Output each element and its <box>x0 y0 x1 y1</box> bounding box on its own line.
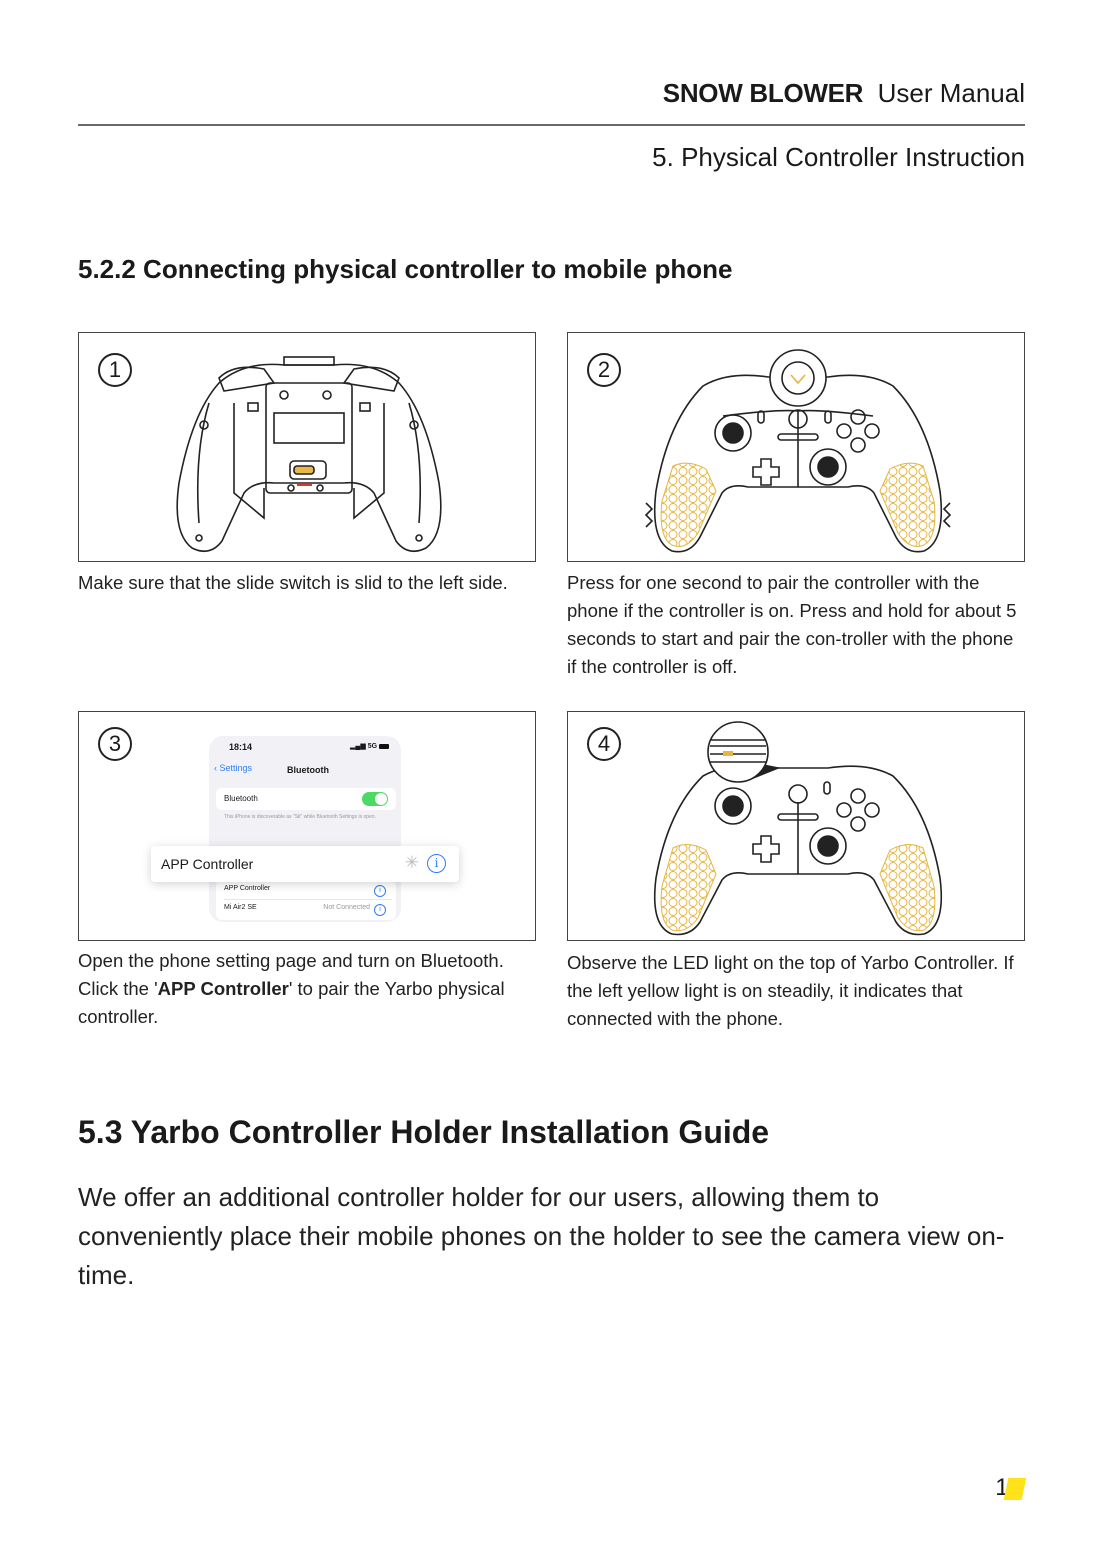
status-time: 18:14 <box>229 742 253 752</box>
step-2-caption: Press for one second to pair the control… <box>567 572 1017 677</box>
bluetooth-toggle[interactable] <box>362 792 388 806</box>
app-controller-popup[interactable]: APP Controller ✳ i <box>151 846 459 882</box>
step-number: 1 <box>98 353 132 387</box>
step-4-figure: 4 <box>567 711 1025 941</box>
header-rule <box>78 124 1025 126</box>
phone-screen: 18:14 ▂▄▆ 5G ‹ Settings Bluetooth Blueto… <box>209 736 401 922</box>
step-number: 4 <box>587 727 621 761</box>
discoverable-note: This iPhone is discoverable as "Sit" whi… <box>224 814 376 820</box>
back-link[interactable]: ‹ Settings <box>214 763 253 773</box>
info-icon[interactable]: i <box>374 885 386 897</box>
page-accent-mark <box>1003 1478 1027 1500</box>
section-header: 5. Physical Controller Instruction <box>652 142 1025 172</box>
toggle-knob <box>375 793 387 805</box>
document-title: SNOW BLOWER User Manual <box>663 78 1025 109</box>
brand-name: SNOW BLOWER <box>662 78 864 108</box>
device-row[interactable]: APP Controller i <box>224 883 392 900</box>
step-1-figure: 1 <box>78 332 536 562</box>
info-icon[interactable]: i <box>427 854 446 873</box>
bluetooth-label: Bluetooth <box>224 794 258 803</box>
bluetooth-toggle-row: Bluetooth <box>216 788 396 810</box>
chevron-left-icon: ‹ <box>214 763 217 773</box>
step-3-figure: 3 18:14 ▂▄▆ 5G ‹ Settings Bluetooth Blue… <box>78 711 536 941</box>
popup-label: APP Controller <box>161 856 254 872</box>
controller-led-illustration <box>653 721 943 936</box>
device-name: Mi Air2 SE <box>224 904 257 911</box>
step-4-caption: Observe the LED light on the top of Yarb… <box>567 952 1014 1029</box>
device-row[interactable]: Mi Air2 SE Not Connected i <box>224 901 392 917</box>
info-icon[interactable]: i <box>374 904 386 916</box>
doc-type: User Manual <box>877 78 1025 108</box>
device-status: Not Connected <box>323 904 370 911</box>
screen-title: Bluetooth <box>287 765 329 775</box>
section-522-heading: 5.2.2 Connecting physical controller to … <box>78 254 733 284</box>
device-list: APP Controller i Mi Air2 SE Not Connecte… <box>216 880 396 920</box>
controller-front-illustration <box>644 349 952 553</box>
step-number: 3 <box>98 727 132 761</box>
step-1-caption: Make sure that the slide switch is slid … <box>78 572 508 593</box>
status-signal: ▂▄▆ 5G <box>350 742 389 750</box>
loading-spinner-icon: ✳ <box>404 853 419 872</box>
section-53-body: We offer an additional controller holder… <box>78 1182 1005 1290</box>
step-number: 2 <box>587 353 621 387</box>
battery-icon <box>379 743 389 749</box>
controller-back-illustration <box>176 356 442 553</box>
signal-icon: ▂▄▆ <box>350 743 366 750</box>
step-3-caption: Open the phone setting page and turn on … <box>78 950 505 1027</box>
section-53-heading: 5.3 Yarbo Controller Holder Installation… <box>78 1114 770 1150</box>
device-name: APP Controller <box>224 885 271 892</box>
step-2-figure: 2 <box>567 332 1025 562</box>
app-controller-emphasis: APP Controller <box>157 978 289 999</box>
